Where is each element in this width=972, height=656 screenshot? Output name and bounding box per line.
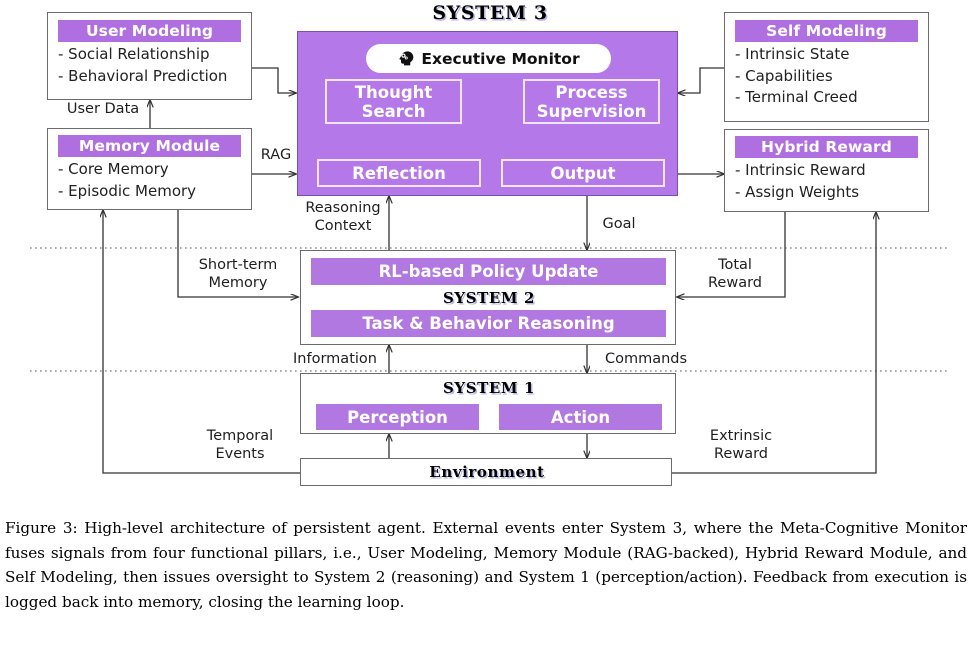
perception-bar[interactable]: Perception bbox=[316, 404, 479, 430]
edge-label-short-term-memory: Short-term Memory bbox=[183, 256, 293, 292]
list-item: - Intrinsic State bbox=[735, 45, 850, 63]
executive-monitor-pill[interactable]: Executive Monitor bbox=[366, 44, 611, 73]
edge-label-line: Reasoning bbox=[305, 200, 381, 216]
list-item: - Capabilities bbox=[735, 66, 833, 85]
edge-label-line: Short-term bbox=[198, 257, 278, 273]
hybrid-reward-body: - Intrinsic Reward - Assign Weights bbox=[725, 158, 928, 203]
edge-label-line: Total bbox=[718, 257, 752, 273]
edge-label-goal: Goal bbox=[602, 216, 636, 232]
system3-panel: Executive Monitor Thought Search Process… bbox=[297, 31, 678, 196]
memory-module-body: - Core Memory - Episodic Memory bbox=[48, 157, 251, 202]
self-modeling-header: Self Modeling bbox=[735, 20, 918, 42]
hybrid-reward-header: Hybrid Reward bbox=[735, 136, 918, 158]
process-supervision-block[interactable]: Process Supervision bbox=[523, 79, 660, 124]
edge-label-total-reward: Total Reward bbox=[694, 256, 776, 292]
memory-module-header: Memory Module bbox=[58, 135, 241, 157]
self-modeling-body: - Intrinsic State - Capabilities - Termi… bbox=[725, 42, 928, 109]
system1-box: SYSTEM 1 Perception Action bbox=[300, 373, 676, 434]
edge-label-line: Reward bbox=[714, 446, 768, 462]
module-memory-module[interactable]: Memory Module - Core Memory - Episodic M… bbox=[47, 128, 252, 210]
edge-label-commands: Commands bbox=[604, 351, 688, 367]
environment-title: Environment bbox=[429, 463, 545, 481]
list-item: - Intrinsic Reward bbox=[735, 161, 866, 179]
list-item: - Core Memory bbox=[58, 160, 169, 178]
figure-caption: Figure 3: High-level architecture of per… bbox=[5, 516, 967, 614]
list-item: - Episodic Memory bbox=[58, 181, 197, 200]
edge-label-user-data: User Data bbox=[66, 101, 140, 117]
rl-policy-update-bar[interactable]: RL-based Policy Update bbox=[311, 258, 666, 285]
module-self-modeling[interactable]: Self Modeling - Intrinsic State - Capabi… bbox=[724, 12, 929, 122]
system2-box: RL-based Policy Update SYSTEM 2 Task & B… bbox=[300, 250, 676, 345]
action-bar[interactable]: Action bbox=[499, 404, 662, 430]
task-behavior-reasoning-bar[interactable]: Task & Behavior Reasoning bbox=[311, 310, 666, 337]
edge-label-line: Context bbox=[314, 218, 372, 234]
module-hybrid-reward[interactable]: Hybrid Reward - Intrinsic Reward - Assig… bbox=[724, 129, 929, 212]
reflection-block[interactable]: Reflection bbox=[317, 159, 481, 187]
caption-label: Figure 3: bbox=[5, 519, 78, 537]
caption-text: High-level architecture of persistent ag… bbox=[5, 519, 967, 611]
edge-label-line: Memory bbox=[208, 275, 268, 291]
edge-label-temporal-events: Temporal Events bbox=[190, 427, 290, 463]
edge-label-rag: RAG bbox=[260, 147, 292, 163]
edge-label-line: Events bbox=[215, 446, 265, 462]
edge-label-extrinsic-reward: Extrinsic Reward bbox=[693, 427, 789, 463]
output-block[interactable]: Output bbox=[501, 159, 665, 187]
edge-label-line: Temporal bbox=[206, 428, 274, 444]
thought-search-block[interactable]: Thought Search bbox=[325, 79, 462, 124]
system1-title: SYSTEM 1 bbox=[442, 379, 536, 397]
list-item: - Social Relationship bbox=[58, 45, 210, 63]
module-user-modeling[interactable]: User Modeling - Social Relationship - Be… bbox=[47, 12, 252, 100]
edge-label-line: Reward bbox=[708, 275, 762, 291]
environment-box: Environment bbox=[300, 458, 672, 486]
system3-title: SYSTEM 3 bbox=[432, 2, 548, 24]
list-item: - Assign Weights bbox=[735, 182, 860, 201]
edge-label-line: Extrinsic bbox=[709, 428, 773, 444]
system2-title: SYSTEM 2 bbox=[442, 289, 536, 307]
user-modeling-body: - Social Relationship - Behavioral Predi… bbox=[48, 42, 251, 87]
edge-label-reasoning-context: Reasoning Context bbox=[300, 199, 386, 235]
user-modeling-header: User Modeling bbox=[58, 20, 241, 42]
list-item: - Behavioral Prediction bbox=[58, 66, 228, 85]
executive-monitor-label: Executive Monitor bbox=[421, 49, 580, 68]
list-item: - Terminal Creed bbox=[735, 88, 858, 106]
edge-label-information: Information bbox=[293, 351, 377, 367]
head-with-gears-icon bbox=[397, 50, 414, 67]
